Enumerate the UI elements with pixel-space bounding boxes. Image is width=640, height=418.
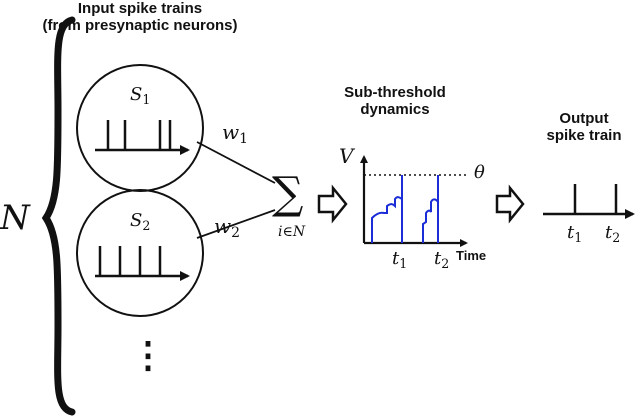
w2-subscript: 2 [231,225,241,242]
synapse-line-2 [196,209,276,239]
threshold-label: θ [474,162,485,183]
summation-index: i∈N [278,224,306,240]
subthreshold-title-line2: dynamics [360,101,430,118]
s2-symbol: S [130,210,143,231]
weight-w2-label: w2 [214,214,240,241]
membrane-potential-trace-1 [371,175,403,243]
output-title-line1: Output [559,110,609,127]
hollow-arrow-dynamics-to-output [495,184,525,224]
out-t1-subscript: 1 [574,229,583,245]
output-time-t1-label: t1 [567,222,582,245]
ellipsis-more-neurons: ⋮ [130,334,166,376]
w2-symbol: w [214,214,232,238]
t2-symbol: t [434,248,442,269]
input-spike-trains-title: Input spike trains (from presynaptic neu… [20,0,260,34]
t1-subscript: 1 [399,255,408,271]
s1-symbol: S [130,84,143,105]
s2-spikes [98,246,162,276]
neuron-s2-circle [76,189,204,317]
weight-w1-label: w1 [222,120,248,147]
s2-subscript: 2 [142,217,151,233]
membrane-potential-trace-2 [422,175,439,243]
subthreshold-title-line1: Sub-threshold [344,84,446,101]
out-t2-symbol: t [605,222,613,243]
output-title-line2: spike train [546,127,622,144]
out-t1-symbol: t [567,222,575,243]
neuron-count-label: N [0,198,30,238]
output-spikes [573,184,618,214]
time-axis-label: Time [456,248,487,263]
input-title-line2: (from presynaptic neurons) [42,17,238,34]
t1-symbol: t [392,248,400,269]
neuron-s2-label: S2 [130,210,150,233]
hollow-arrow-sum-to-dynamics [317,184,348,224]
w1-symbol: w [222,120,240,144]
voltage-axis-label: V [339,144,354,168]
subthreshold-dynamics-title: Sub-threshold dynamics [330,84,460,118]
spike-time-t2-label: t2 [434,248,449,271]
s1-subscript: 1 [142,91,151,107]
neuron-s1-label: S1 [130,84,150,107]
w1-subscript: 1 [239,131,249,148]
output-time-t2-label: t2 [605,222,620,245]
input-title-line1: Input spike trains [77,0,203,17]
neuron-count-brace [41,16,76,416]
out-t2-subscript: 2 [612,229,621,245]
t2-subscript: 2 [441,255,450,271]
synapse-line-1 [196,141,276,184]
spike-time-t1-label: t1 [392,248,407,271]
s1-spikes [106,120,172,150]
summation-symbol: ∑ [272,168,304,219]
output-spike-train-title: Output spike train [534,110,634,144]
